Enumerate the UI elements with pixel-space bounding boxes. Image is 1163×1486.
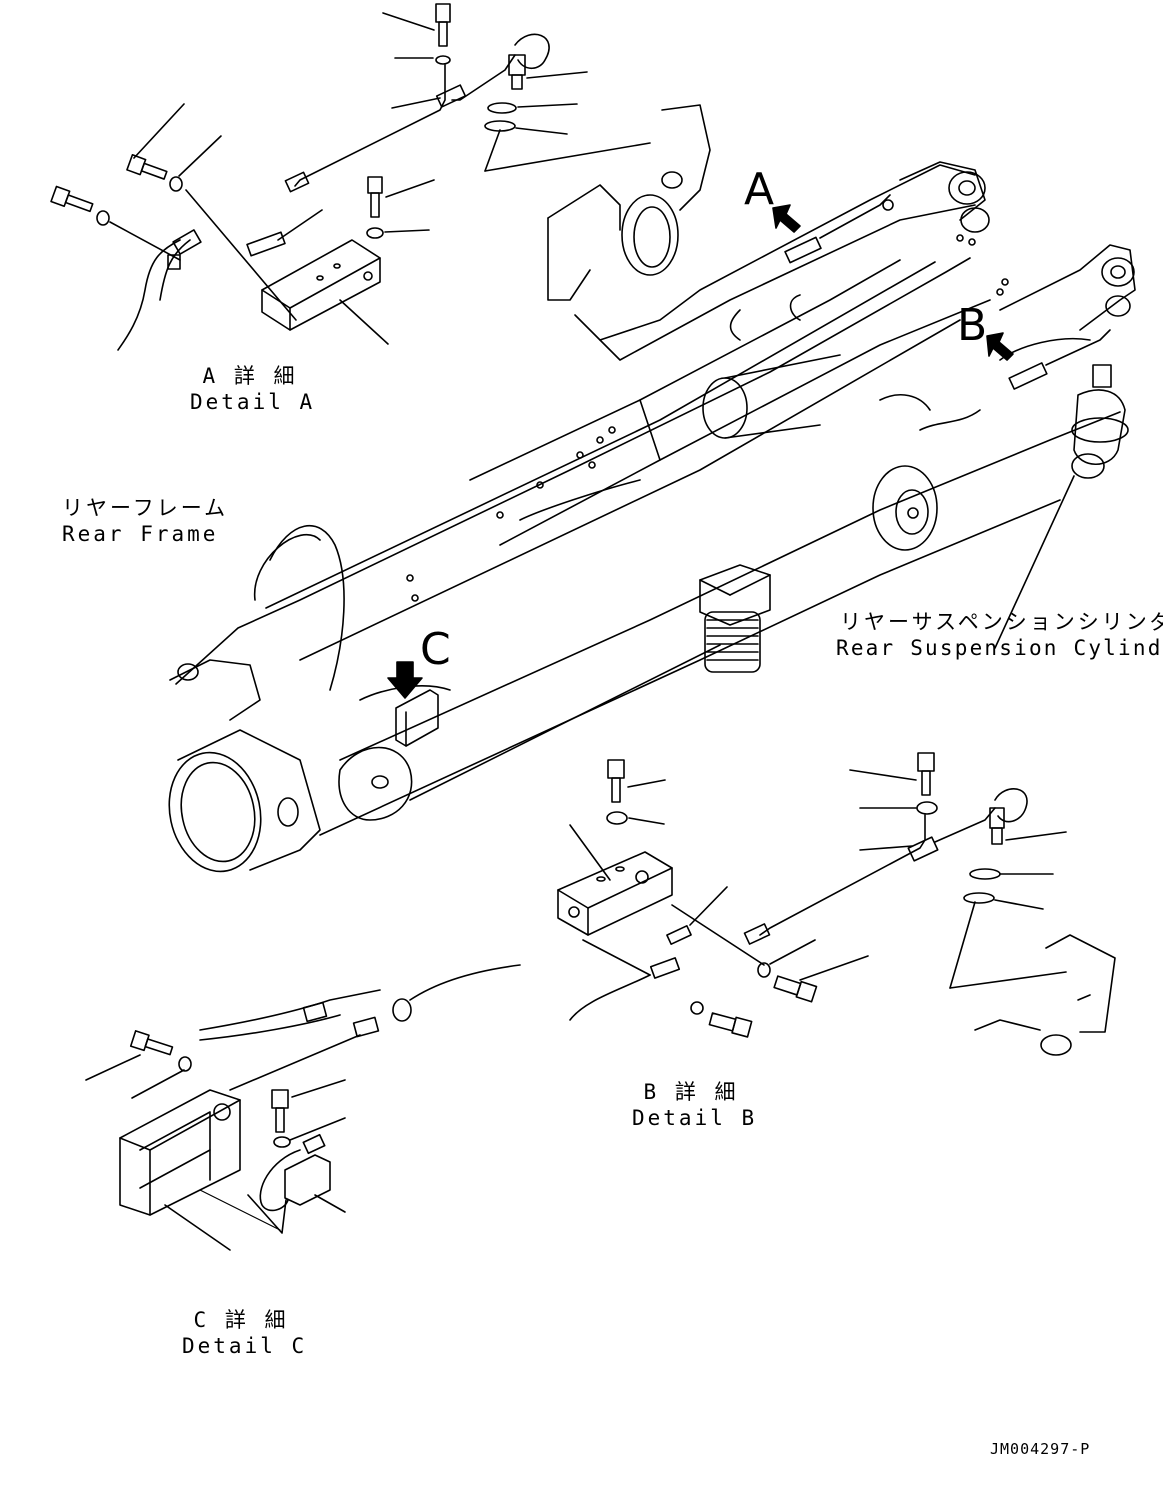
rear-frame-label-en: Rear Frame	[62, 522, 219, 546]
detail-c-label-en: Detail C	[182, 1334, 308, 1358]
detail-a-label-jp: A 詳 細	[202, 364, 298, 388]
callout-arrow-a	[773, 205, 800, 232]
detail-b-label-jp: B 詳 細	[643, 1080, 739, 1104]
callout-arrow-c	[388, 662, 422, 698]
callout-letter-a: A	[744, 164, 775, 215]
detail-c-label-jp: C 詳 細	[193, 1308, 289, 1332]
detail-c-drawing	[86, 965, 520, 1250]
detail-a-label-en: Detail A	[190, 390, 316, 414]
callout-letter-b: B	[957, 300, 988, 351]
drawing-code: JM004297-P	[990, 1440, 1091, 1458]
rear-suspension-cylinder-label-jp: リヤーサスペンションシリンダ	[840, 610, 1163, 634]
rear-frame-label-jp: リヤーフレーム	[62, 496, 229, 520]
axle-housing	[159, 660, 412, 880]
callout-letter-c: C	[420, 624, 451, 675]
detail-b-drawing	[558, 753, 1115, 1055]
rear-suspension-cylinder	[1072, 365, 1128, 478]
detail-b-label-en: Detail B	[632, 1106, 758, 1130]
callout-arrow-b	[987, 333, 1013, 360]
detail-a-drawing	[51, 4, 650, 350]
rear-suspension-cylinder-label-en: Rear Suspension Cylinder	[836, 636, 1163, 660]
bellows	[705, 612, 760, 672]
rear-frame-drawing	[159, 105, 1135, 880]
